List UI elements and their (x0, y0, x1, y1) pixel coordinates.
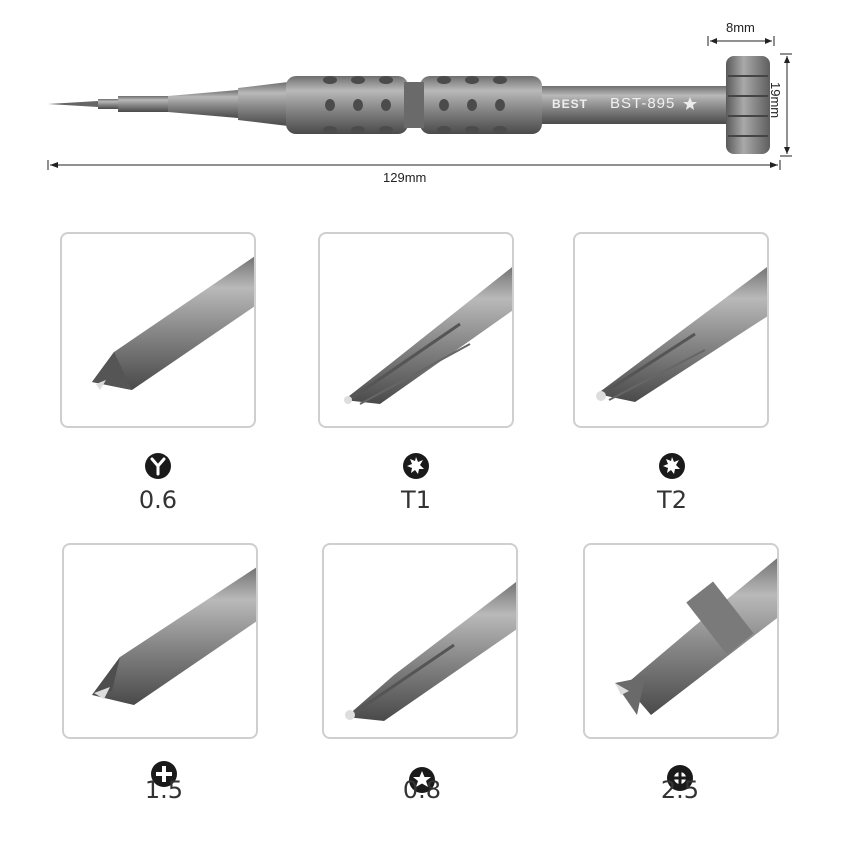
bit-card-t1 (318, 232, 514, 428)
swivel-cap (726, 56, 770, 154)
screwdriver-drawing (47, 36, 792, 170)
phillips-cross-icon (151, 761, 177, 787)
bit-shaft (98, 99, 118, 109)
bit-card-pentalobe (322, 543, 518, 739)
bit-card-phillips (62, 543, 258, 739)
handle-grip-dimples (323, 76, 507, 134)
pentalobe-icon (409, 767, 435, 793)
handle-section-right (420, 76, 542, 134)
bit-size-label: T1 (401, 486, 431, 514)
bit-tip (48, 101, 98, 107)
bit-card-t2 (573, 232, 769, 428)
star-engraving-icon (683, 97, 697, 110)
bit-size-label: 2.5 (660, 776, 700, 804)
bit-card-y (60, 232, 256, 428)
bit-size-label: 0.8 (402, 776, 442, 804)
length-label: 129mm (383, 170, 427, 185)
screwdriver-diagram: BEST BST-895 129mm 8mm 19mm (0, 0, 850, 200)
handle-section-left (286, 76, 408, 134)
bit-size-label: T2 (657, 486, 687, 514)
torx-star-icon (659, 453, 685, 479)
bit-size-label: 0.6 (138, 486, 178, 514)
cap-height-dimension-line (780, 53, 792, 157)
length-dimension-line (47, 160, 781, 170)
model-engraving: BST-895 (610, 95, 676, 112)
rear-shaft (542, 86, 728, 124)
y-tip-icon (145, 453, 171, 479)
tri-wing-icon (667, 765, 693, 791)
cap-height-label: 19mm (768, 82, 783, 119)
bit-tip-image (92, 256, 254, 390)
torx-star-icon (403, 453, 429, 479)
brand-engraving: BEST (552, 97, 589, 111)
cap-width-label: 8mm (726, 20, 755, 35)
cap-width-dimension-line (707, 36, 775, 46)
bit-card-tri-wing (583, 543, 779, 739)
bit-size-label: 1.5 (144, 776, 184, 804)
